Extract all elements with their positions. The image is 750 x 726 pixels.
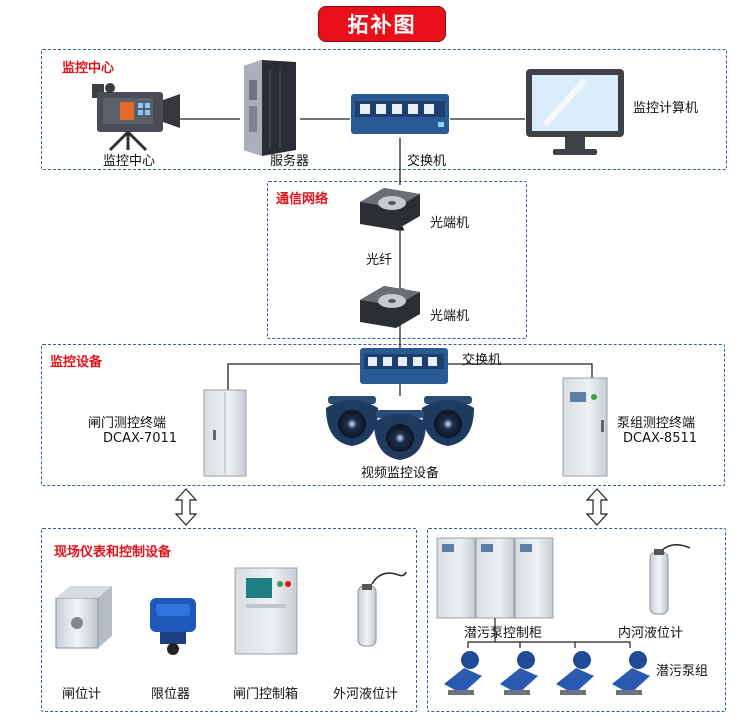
label-video: 视频监控设备 <box>361 466 440 481</box>
limit-switch-icon <box>150 598 196 655</box>
submersible-pump-icon-3 <box>556 651 594 695</box>
label-pump-terminal-model: DCAX-8511 <box>623 431 698 446</box>
outer-level-meter-icon <box>357 571 407 647</box>
group-pump-station <box>427 528 726 712</box>
switch-top-icon <box>351 94 449 134</box>
pump-bus-line <box>467 641 631 648</box>
monitor-icon <box>526 69 624 155</box>
double-arrow-right <box>585 488 609 526</box>
label-pump-terminal-name: 泵组测控终端 <box>617 416 696 431</box>
label-gate-terminal-name: 闸门测控终端 <box>88 416 167 431</box>
switch-mid-icon <box>360 348 448 384</box>
label-optical-top: 光端机 <box>430 216 470 231</box>
pump-terminal-cabinet-icon <box>562 377 608 477</box>
label-computer: 监控计算机 <box>633 101 699 116</box>
group-title-field-instruments: 现场仪表和控制设备 <box>54 545 172 560</box>
label-gate-box: 闸门控制箱 <box>233 687 299 702</box>
pump-control-cabinet-icon <box>436 537 554 619</box>
video-camera-icon <box>92 83 180 152</box>
group-field-instruments <box>41 528 417 712</box>
group-title-monitor-devices: 监控设备 <box>50 355 103 370</box>
label-switch-top: 交换机 <box>407 154 447 169</box>
group-title-comm-network: 通信网络 <box>276 192 329 207</box>
double-arrow-left <box>174 488 198 526</box>
optical-transceiver-top-icon <box>360 188 420 230</box>
dome-camera-center-icon <box>374 410 426 460</box>
label-inner-level: 内河液位计 <box>618 626 684 641</box>
label-pump-cabinet: 潜污泵控制柜 <box>464 626 543 641</box>
group-title-monitor-center: 监控中心 <box>62 61 115 76</box>
dome-camera-right-icon <box>422 396 474 446</box>
label-server: 服务器 <box>270 154 310 169</box>
gate-control-box-icon <box>234 567 298 655</box>
inner-level-meter-icon <box>649 544 691 615</box>
gate-terminal-cabinet-icon <box>203 389 247 477</box>
label-outer-level: 外河液位计 <box>333 687 399 702</box>
label-camera: 监控中心 <box>103 154 156 169</box>
link-switch-pump-terminal <box>445 363 593 378</box>
diagram-title: 拓补图 <box>318 6 446 42</box>
group-monitor-center <box>41 49 727 170</box>
label-optical-bottom: 光端机 <box>430 309 470 324</box>
label-fiber: 光纤 <box>366 253 393 268</box>
server-icon <box>244 60 296 156</box>
submersible-pump-icon-1 <box>444 651 482 695</box>
optical-transceiver-bottom-icon <box>360 286 420 328</box>
label-limiter: 限位器 <box>151 687 191 702</box>
group-monitor-devices <box>41 344 725 486</box>
link-switch-gate-terminal <box>227 363 360 390</box>
label-gate-meter: 闸位计 <box>62 687 102 702</box>
submersible-pump-icon-2 <box>500 651 538 695</box>
label-switch-mid: 交换机 <box>462 353 502 368</box>
gate-position-meter-icon <box>55 586 112 649</box>
submersible-pump-icon-4 <box>612 651 650 695</box>
group-comm-network <box>267 181 527 339</box>
label-pump-group: 潜污泵组 <box>656 664 709 679</box>
dome-camera-left-icon <box>326 396 378 446</box>
label-gate-terminal-model: DCAX-7011 <box>103 431 178 446</box>
